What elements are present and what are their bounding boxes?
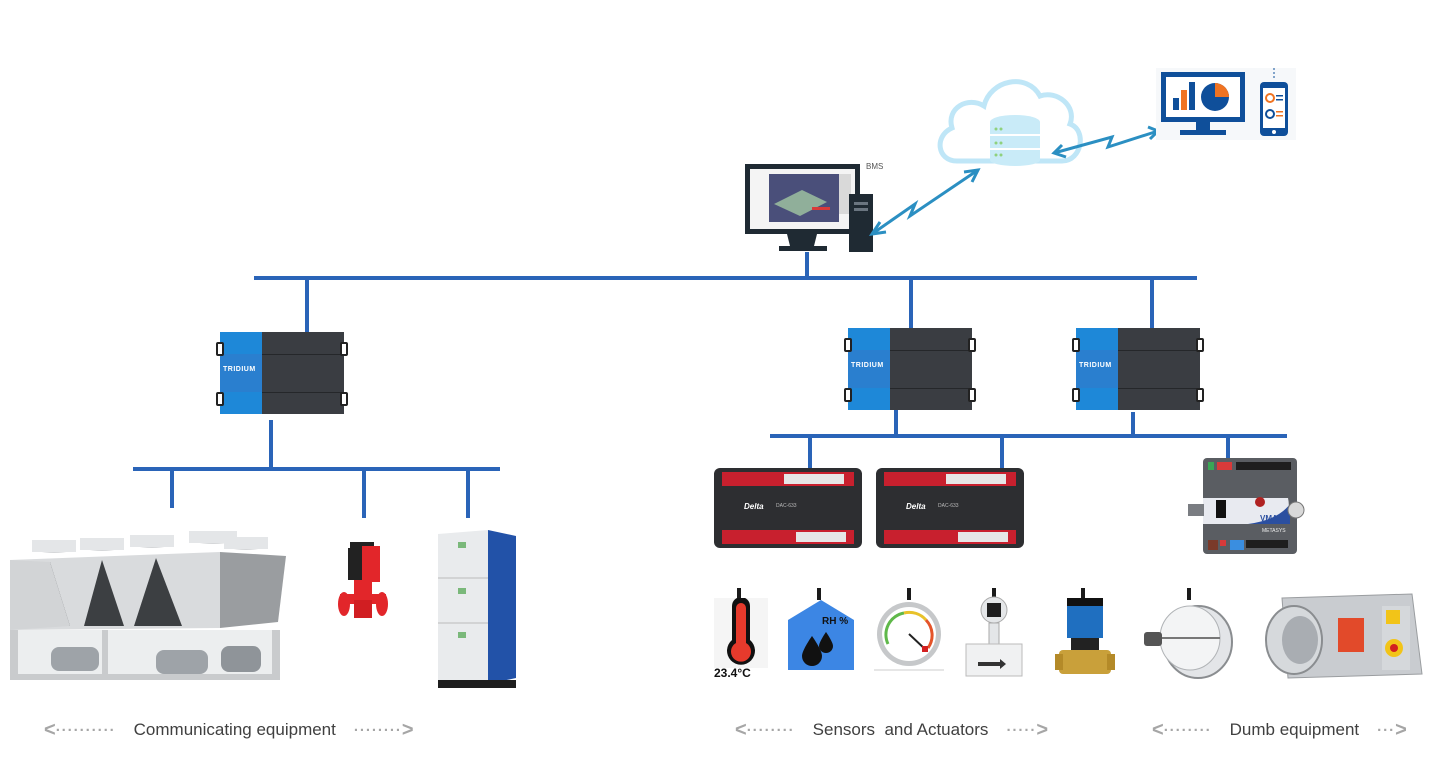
- wireless-link-cloud-remote: [1051, 125, 1161, 159]
- drop-pump: [362, 470, 366, 518]
- caption-arrow-left: <: [1152, 718, 1164, 741]
- caption-arrow-right: >: [1036, 718, 1049, 741]
- vav-box: [1262, 590, 1430, 682]
- drop-delta-1: [808, 437, 812, 469]
- flow-meter-wire: [992, 588, 996, 600]
- cloud-database-icon: [937, 79, 1083, 166]
- round-damper-icon: [1144, 605, 1233, 679]
- pressure-gauge: [874, 598, 944, 672]
- tridium-controller-middle: TRIDIUM: [844, 328, 976, 410]
- caption-text: Sensors and Actuators: [812, 720, 989, 739]
- wireless-link-bms-cloud: [868, 168, 981, 236]
- caption-communicating-equipment: < ·········· Communicating equipment ···…: [44, 718, 414, 742]
- vav-box-icon: [1265, 593, 1423, 679]
- temperature-reading: 23.4°C: [714, 666, 751, 680]
- caption-dots: ··········: [55, 721, 116, 739]
- drop-chiller: [170, 470, 174, 508]
- drop-boiler: [466, 470, 470, 518]
- caption-dots: ········: [1163, 721, 1212, 739]
- delta-controller-1: Delta DAC-633: [714, 468, 862, 548]
- drop-vma: [1226, 437, 1230, 459]
- caption-arrow-left: <: [44, 718, 56, 741]
- temperature-sensor: 23.4°C: [714, 597, 768, 682]
- drop-middle-subnet: [894, 410, 898, 436]
- drop-left-controller: [305, 280, 309, 332]
- caption-dots: ···: [1377, 721, 1396, 739]
- boiler: [436, 528, 518, 690]
- bms-workstation: BMS: [742, 162, 883, 254]
- thermometer-icon: [714, 597, 768, 668]
- delta-logo: Delta: [906, 502, 926, 511]
- caption-arrow-right: >: [1395, 718, 1407, 741]
- tridium-logo: TRIDIUM: [1079, 362, 1112, 369]
- tridium-logo: TRIDIUM: [851, 362, 884, 369]
- drop-right-controller: [1150, 280, 1154, 328]
- monitor-dashboard-icon: [1161, 72, 1245, 135]
- vma-controller-icon: [1188, 458, 1305, 554]
- bms-label: BMS: [866, 162, 884, 171]
- delta-model: DAC-633: [938, 503, 959, 509]
- vma-brand: METASYS: [1262, 528, 1286, 534]
- caption-sensors-actuators: < ········ Sensors and Actuators ····· >: [735, 718, 1048, 742]
- damper-wire: [1187, 588, 1191, 600]
- drop-delta-2: [1000, 437, 1004, 469]
- chiller-icon: [10, 531, 286, 680]
- flow-meter: [964, 596, 1024, 680]
- valve-wire: [1081, 588, 1085, 600]
- caption-dots: ·····: [1006, 721, 1037, 739]
- round-damper: [1140, 598, 1238, 682]
- tridium-logo: TRIDIUM: [223, 366, 256, 373]
- bms-drop-line: [805, 252, 809, 278]
- drop-right-subnet: [1131, 412, 1135, 436]
- caption-arrow-left: <: [735, 718, 747, 741]
- delta-model: DAC-633: [776, 503, 797, 509]
- tridium-controller-left: TRIDIUM: [216, 332, 348, 414]
- inline-pump: [334, 540, 390, 626]
- humidity-sensor: RH %: [786, 598, 856, 672]
- humidity-sensor-wire: [817, 588, 821, 600]
- humidity-drop-icon: [788, 600, 854, 670]
- flow-meter-icon: [965, 596, 1023, 677]
- gauge-icon: [874, 602, 944, 671]
- vma-controller: VMA METASYS: [1188, 458, 1308, 556]
- gauge-wire: [907, 588, 911, 600]
- remote-access: [1156, 68, 1296, 140]
- caption-arrow-right: >: [401, 718, 414, 741]
- caption-dots: ········: [353, 721, 402, 739]
- drop-middle-controller: [909, 280, 913, 330]
- drop-left-subnet: [269, 420, 273, 468]
- vma-label: VMA: [1260, 514, 1278, 523]
- left-field-bus: [133, 467, 500, 471]
- humidity-label: RH %: [822, 616, 849, 627]
- caption-dots: ········: [746, 721, 795, 739]
- right-field-bus: [770, 434, 1287, 438]
- valve-actuator-icon: [1055, 598, 1115, 674]
- delta-logo: Delta: [744, 502, 764, 511]
- temp-sensor-wire: [737, 588, 741, 600]
- main-network-bus: [254, 276, 1197, 280]
- caption-dumb-equipment: < ········ Dumb equipment ··· >: [1152, 718, 1407, 742]
- valve-actuator: [1055, 596, 1115, 682]
- tridium-controller-right: TRIDIUM: [1072, 328, 1204, 410]
- desktop-computer-icon: [745, 164, 873, 252]
- delta-controller-2: Delta DAC-633: [876, 468, 1024, 548]
- caption-text: Dumb equipment: [1229, 720, 1360, 739]
- cloud: [932, 66, 1087, 176]
- air-cooled-chiller: [6, 522, 288, 684]
- boiler-icon: [438, 530, 516, 688]
- smartphone-app-icon: [1260, 68, 1288, 136]
- caption-text: Communicating equipment: [133, 720, 336, 739]
- pump-icon: [338, 542, 388, 618]
